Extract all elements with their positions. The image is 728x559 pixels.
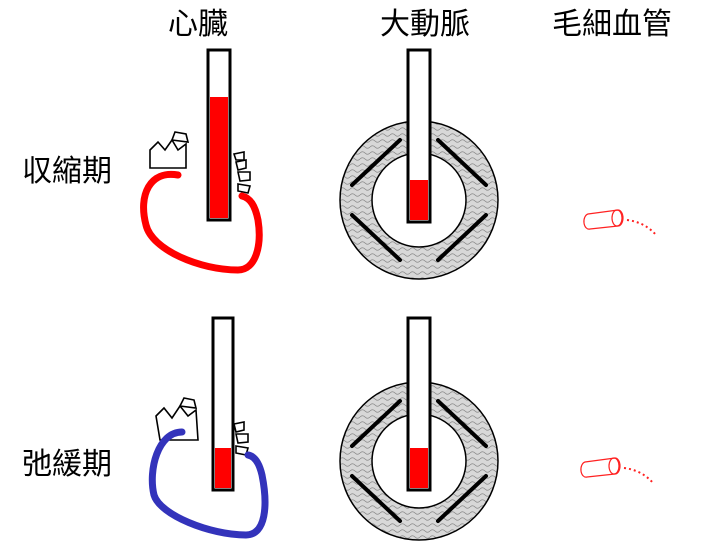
- aorta-systole: [339, 48, 499, 280]
- capillary-column-title: 毛細血管: [552, 7, 672, 42]
- heart-chamber-outline: [148, 428, 269, 539]
- heart-diastole: [148, 316, 269, 539]
- heart-tube-fill: [215, 448, 231, 488]
- aorta-tube-fill: [410, 180, 428, 220]
- aorta-column-title: 大動脈: [380, 7, 470, 42]
- heart-column-title: 心臓: [168, 7, 228, 42]
- capillary-systole: [583, 209, 658, 237]
- aorta-elastic-fibers: [350, 138, 488, 262]
- capillary-diastole: [580, 457, 655, 485]
- heart-vessels-icon: [155, 397, 250, 456]
- heart-chamber-outline: [140, 170, 263, 274]
- diastole-row-label: 弛緩期: [22, 447, 112, 482]
- heart-vessels-icon: [149, 131, 252, 194]
- capillary-flow-dots: [623, 467, 655, 485]
- aorta-tube: [406, 48, 432, 224]
- capillary-flow-dots: [626, 219, 658, 237]
- heart-tube-fill: [210, 97, 228, 218]
- aorta-tube: [406, 316, 432, 492]
- heart-systole: [140, 48, 263, 274]
- aorta-elastic-fibers: [350, 399, 488, 523]
- systole-row-label: 収縮期: [22, 154, 112, 189]
- heart-tube: [211, 316, 235, 492]
- aorta-diastole: [339, 316, 499, 541]
- aorta-tube-fill: [410, 448, 428, 488]
